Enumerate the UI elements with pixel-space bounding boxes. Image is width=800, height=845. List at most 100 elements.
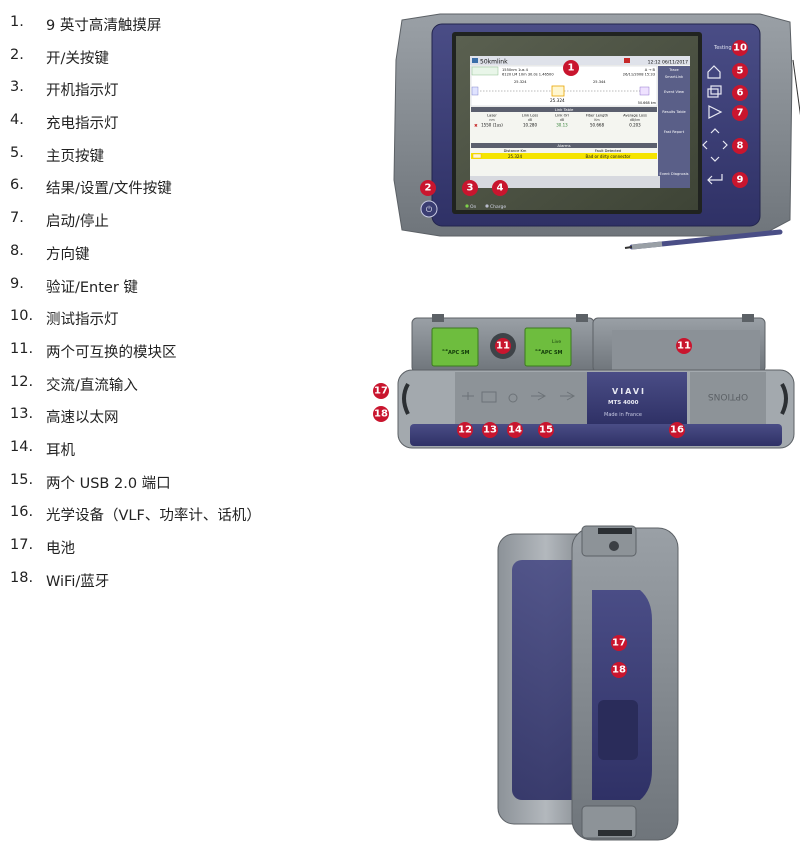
svg-text:Link Table: Link Table — [555, 107, 574, 112]
legend-number: 16. — [10, 504, 34, 521]
connector-icon: ⊶ — [535, 347, 541, 354]
svg-text:17: 17 — [374, 386, 388, 397]
badge-11-left: 11 — [495, 338, 511, 354]
svg-text:3: 3 — [467, 183, 474, 194]
link-table-cell: 50.668 — [590, 123, 604, 128]
link-table-unit: dB/km — [630, 118, 640, 122]
handle-right — [780, 383, 788, 415]
legend-number: 4. — [10, 112, 24, 129]
svg-text:18: 18 — [612, 665, 626, 676]
side-handle-top — [598, 528, 632, 534]
front-keys: Testing — [702, 45, 732, 185]
screen-time: 12:12 06/11/2017 — [648, 60, 688, 66]
options-label: OPTIONS — [708, 391, 748, 401]
legend-text: 耳机 — [46, 442, 75, 459]
legend-item: 3.开机指示灯 — [10, 79, 261, 112]
legend-item: 2.开/关按键 — [10, 47, 261, 80]
svg-text:15: 15 — [539, 425, 553, 436]
power-led — [465, 204, 469, 208]
svg-text:26/11/2008 15:33: 26/11/2008 15:33 — [623, 73, 655, 77]
legend-item: 16.光学设备（VLF、功率计、话机） — [10, 504, 261, 537]
link-table-unit: dB — [560, 118, 564, 122]
legend-number: 15. — [10, 471, 34, 488]
badge-13: 13 — [482, 422, 498, 438]
legend-text: 交流/直流输入 — [46, 377, 138, 394]
made-in-label: Made in France — [604, 412, 642, 418]
screen-menu-item[interactable]: Trace — [668, 68, 679, 72]
badge-12: 12 — [457, 422, 473, 438]
power-button[interactable] — [420, 200, 438, 218]
home-button[interactable] — [707, 65, 721, 79]
legend-text: 结果/设置/文件按键 — [46, 181, 172, 198]
screen-menu-item[interactable]: SmartLink — [665, 75, 684, 79]
legend-text: 充电指示灯 — [46, 116, 119, 133]
charge-led — [485, 204, 489, 208]
screen-menu-item[interactable]: Event View — [664, 90, 684, 94]
legend-text: 开机指示灯 — [46, 83, 119, 100]
screen-menu-item[interactable]: Results Table — [662, 110, 686, 114]
svg-text:9: 9 — [737, 175, 744, 186]
badge-9: 9 — [732, 172, 748, 188]
link-table-cell: 1550 (1us) — [481, 123, 503, 128]
badge-17-top: 17 — [373, 383, 389, 399]
legend-item: 8.方向键 — [10, 243, 261, 276]
svg-text:11: 11 — [677, 341, 691, 352]
optical-connector-right[interactable]: Live ⊶ APC SM — [524, 327, 572, 367]
optical-connector-left[interactable]: ⊶ APC SM — [431, 327, 479, 367]
legend-number: 2. — [10, 46, 24, 63]
svg-text:11: 11 — [496, 341, 510, 352]
legend-item: 13.高速以太网 — [10, 406, 261, 439]
badge-18-side: 18 — [611, 662, 627, 678]
app-logo-icon — [472, 58, 478, 63]
legend-number: 11. — [10, 340, 34, 357]
alarm-header: Distance Km — [504, 149, 527, 153]
svg-text:50.668 km: 50.668 km — [638, 101, 657, 105]
badge-5: 5 — [732, 63, 748, 79]
results-button[interactable] — [707, 85, 722, 98]
legend-text: 方向键 — [46, 246, 90, 263]
legend-item: 15. 两个 USB 2.0 端口 — [10, 472, 261, 505]
legend-text: 两个 USB 2.0 端口 — [46, 475, 171, 492]
handle-left — [402, 383, 410, 415]
end-port-icon — [639, 86, 650, 96]
svg-text:A → B: A → B — [645, 68, 656, 72]
fail-cross-icon: ✖ — [474, 123, 478, 129]
legend-text: 电池 — [46, 541, 75, 557]
testing-label: Testing — [713, 45, 732, 51]
battery-cover — [592, 590, 652, 800]
svg-text:APC SM: APC SM — [448, 350, 470, 356]
legend-text: 9 英寸高清触摸屏 — [46, 18, 162, 34]
screen-menu-item[interactable]: Event Diagnosis — [660, 172, 689, 176]
screen-menu-item[interactable]: Fast Report — [664, 130, 685, 134]
link-table-cell: 0.203 — [629, 123, 641, 128]
start-stop-button[interactable] — [708, 105, 723, 119]
legend-item: 14.耳机 — [10, 439, 261, 472]
badge-10: 10 — [732, 40, 748, 56]
legend-number: 9. — [10, 275, 24, 292]
legend-item: 11.两个可互换的模块区 — [10, 341, 261, 374]
link-table-header: Average Loss — [623, 114, 647, 118]
legend-item: 18.WiFi/蓝牙 — [10, 570, 261, 603]
svg-text:6120 LM 10m 30.0s 1.46500: 6120 LM 10m 30.0s 1.46500 — [502, 73, 554, 77]
origin-port-icon — [471, 86, 479, 96]
stylus — [624, 59, 800, 250]
badge-4: 4 — [492, 180, 508, 196]
badge-11-right: 11 — [676, 338, 692, 354]
legend-number: 18. — [10, 569, 34, 586]
direction-keys[interactable] — [702, 128, 728, 162]
legend-item: 9.验证/Enter 键 — [10, 276, 261, 309]
svg-text:25.344: 25.344 — [593, 80, 606, 84]
svg-text:17: 17 — [612, 638, 626, 649]
screen-ui: 50kmlink 12:12 06/11/2017 1550nm 1us 4 6… — [470, 56, 690, 188]
top-view: ⊶ APC SM Live ⊶ APC SM VIAVI MTS 4000 Ma… — [397, 314, 795, 449]
svg-text:10: 10 — [733, 43, 747, 54]
svg-text:12: 12 — [458, 425, 472, 436]
alarm-header: Fault Detected — [595, 149, 621, 153]
link-table-unit: Km — [594, 118, 599, 122]
enter-button[interactable] — [707, 174, 723, 185]
svg-text:Live: Live — [552, 339, 561, 345]
legend-item: 1.9 英寸高清触摸屏 — [10, 14, 261, 47]
svg-text:4: 4 — [497, 183, 504, 194]
